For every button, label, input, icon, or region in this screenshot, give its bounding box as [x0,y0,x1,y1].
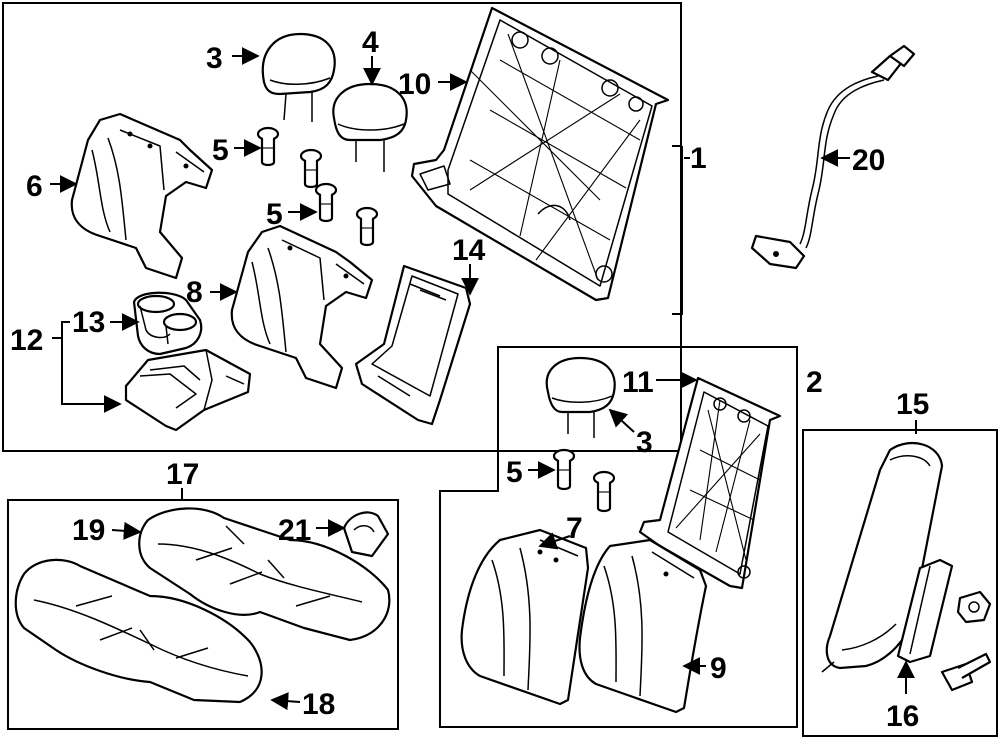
callout-20: 20 [852,144,885,177]
part-5-bolt-set-top[interactable] [256,126,379,247]
part-3-headrest-lower[interactable] [545,356,616,438]
leader-lines [50,47,917,711]
callout-5-a: 5 [212,134,229,167]
part-16-bracket[interactable] [896,558,992,692]
part-7-seatback-cover[interactable] [460,528,590,706]
group-box-2 [439,346,798,728]
part-13-cup-holder[interactable] [132,291,203,356]
part-6-seatback-cover[interactable] [70,112,214,280]
part-18-seat-cushion-cover[interactable] [14,558,263,704]
callout-4: 4 [362,26,379,59]
part-19-seat-cushion-cover[interactable] [138,507,391,642]
part-9-seatback-cover[interactable] [578,538,708,714]
callout-17: 17 [166,458,199,491]
callout-10: 10 [398,68,431,101]
part-14-cover-panel[interactable] [354,264,472,426]
callout-3-lower: 3 [636,426,653,459]
callout-12: 12 [10,324,43,357]
part-10-seatback-frame[interactable] [410,6,670,302]
callout-11: 11 [622,366,654,399]
part-5-bolt-set-lower[interactable] [552,448,616,513]
callout-19: 19 [72,514,105,547]
callout-14: 14 [452,234,486,267]
callout-2: 2 [806,366,823,399]
group-box-15 [802,429,998,737]
part-21-clip[interactable] [342,511,390,558]
callout-18: 18 [302,688,335,721]
callout-5-c: 5 [506,456,523,489]
part-3-headrest[interactable] [261,32,336,122]
callout-8: 8 [186,276,203,309]
callout-9: 9 [710,652,727,685]
callout-21: 21 [278,514,311,547]
callout-6: 6 [26,170,43,203]
callout-15: 15 [896,388,929,421]
callout-13: 13 [72,306,105,339]
group-box-17 [7,499,399,730]
callout-5-b: 5 [266,198,283,231]
callout-7: 7 [566,512,583,545]
part-4-headrest[interactable] [332,82,408,172]
callout-1: 1 [690,142,707,175]
callout-16: 16 [886,700,919,733]
callout-3-top: 3 [206,42,223,75]
part-11-seatback-frame[interactable] [638,376,782,590]
part-12-armrest[interactable] [124,348,252,432]
part-8-seatback-cover[interactable] [230,224,374,390]
